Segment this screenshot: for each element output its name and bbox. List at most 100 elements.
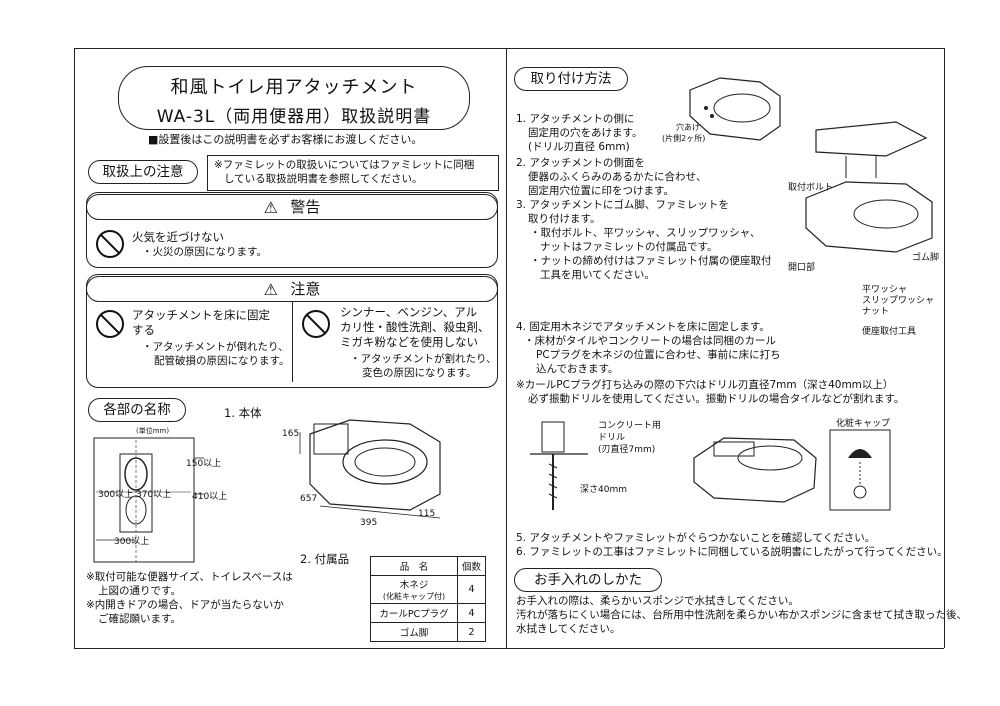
step3-6: 工具を用いてください。: [540, 269, 655, 281]
row3-qty: 2: [457, 622, 486, 642]
rubber-label: ゴム脚: [912, 253, 940, 263]
prohibition-icon: [96, 310, 124, 338]
column-divider: [506, 48, 507, 648]
parts-label: 各部の名称: [88, 398, 186, 422]
gap-label: 開口部: [788, 263, 816, 273]
drill-label3: (刃直径7mm): [598, 445, 656, 455]
step3-3: ・取付ボルト、平ワッシャ、スリップワッシャ、: [530, 227, 761, 239]
caution-left-line1: アタッチメントを床に固定: [132, 308, 270, 322]
care-label: お手入れのしかた: [514, 568, 662, 592]
page-border-top: [74, 48, 944, 49]
row1-qty: 4: [457, 575, 486, 604]
step4-1: 4. 固定用木ネジでアタッチメントを床に固定します。: [516, 321, 770, 333]
step4-4: 込んでおきます。: [536, 363, 619, 375]
dim-150: 150以上: [186, 459, 222, 469]
caution-right-line3: ミガキ粉などを使用しない: [340, 335, 478, 349]
caution-label: 注意: [290, 280, 321, 298]
caution-right-line2: カリ性・酸性洗剤、殺虫剤、: [340, 320, 490, 334]
foot-note1: ※取付可能な便器サイズ、トイレスペースは: [86, 571, 293, 583]
page-title: 和風トイレ用アタッチメント: [170, 77, 418, 98]
handling-label: 取扱上の注意: [88, 160, 198, 184]
page-border-bottom: [74, 648, 944, 649]
step3-2: 取り付けます。: [528, 213, 601, 225]
dim-165: 165: [282, 429, 300, 439]
step6: 6. ファミレットの工事はファミレットに同梱している説明書にしたがって行ってくだ…: [516, 546, 948, 558]
bolt-label: 取付ボルト: [788, 183, 834, 193]
assembly-diagram: [805, 121, 933, 253]
drilling-diagram: [689, 77, 781, 141]
dim-300a: 300以上: [98, 490, 134, 500]
drill-diagram: [530, 421, 588, 510]
step5: 5. アタッチメントやファミレットがぐらつかないことを確認してください。: [516, 532, 876, 544]
caution-header: ⚠ 注意: [86, 276, 498, 302]
depth-label: 深さ40mm: [580, 485, 627, 495]
step3-4: ナットはファミレットの付属品です。: [540, 241, 718, 253]
drill-label1: コンクリート用: [598, 421, 662, 431]
step3-1: 3. アタッチメントにゴム脚、ファミレットを: [516, 199, 729, 211]
dim-300b: 300以上: [114, 537, 150, 547]
care-line1: お手入れの際は、柔らかいスポンジで水拭きしてください。: [516, 595, 799, 607]
dim-410: 410以上: [192, 492, 228, 502]
prohibition-icon-2: [302, 310, 330, 338]
washer-label: 平ワッシャ: [862, 285, 908, 295]
foot-note1b: 上図の通りです。: [98, 585, 181, 597]
handling-note-line2: している取扱説明書を参照してください。: [224, 173, 423, 185]
row2-qty: 4: [457, 603, 486, 623]
table-header-qty: 個数: [457, 556, 486, 576]
foot-note2: ※内開きドアの場合、ドアが当たらないか: [86, 599, 284, 611]
floor-plan-diagram: [93, 437, 204, 563]
install-label: 取り付け方法: [514, 67, 628, 91]
handling-note: ※ファミレットの取扱いについてはファミレットに同梱 している取扱説明書を参照して…: [207, 155, 499, 191]
step4-3: PCプラグを木ネジの位置に合わせ、事前に床に打ち: [536, 349, 781, 361]
body-label: 1. 本体: [224, 406, 262, 420]
row1-name-sub: (化粧キャップ付): [382, 592, 446, 601]
hole-label2: (片側2ヶ所): [662, 134, 706, 143]
warning-triangle-icon: ⚠: [263, 198, 278, 217]
dim-657: 657: [300, 494, 318, 504]
step4-5: ※カールPCプラグ打ち込みの際の下穴はドリル刃直径7mm（深さ40mm以上）: [516, 379, 894, 391]
row3-name: ゴム脚: [370, 622, 458, 642]
cap-label: 化粧キャップ: [836, 419, 891, 429]
no-fire-icon: [96, 230, 124, 258]
warning-label: 警告: [290, 198, 321, 216]
caution-left-detail2: 配管破損の原因になります。: [154, 355, 290, 367]
step2-3: 固定用穴位置に印をつけます。: [528, 185, 674, 197]
unit-label: (単位mm): [136, 427, 170, 435]
table-row: 木ネジ(化粧キャップ付): [370, 575, 458, 604]
foot-note2b: ご確認願います。: [98, 613, 181, 625]
warning-item-detail: ・火災の原因になります。: [142, 246, 267, 258]
step4-6: 必ず振動ドリルを使用してください。振動ドリルの場合タイルなどが割れます。: [528, 393, 905, 405]
handling-note-line1: ※ファミレットの取扱いについてはファミレットに同梱: [214, 159, 475, 171]
warning-item-title: 火気を近づけない: [132, 230, 224, 244]
caution-divider: [292, 302, 293, 382]
hole-label1: 穴あけ: [676, 123, 700, 132]
warning-frame: [86, 192, 498, 268]
row2-name: カールPCプラグ: [370, 603, 458, 623]
accessory-label: 2. 付属品: [300, 552, 350, 566]
page-border-left: [74, 48, 75, 648]
care-line2: 汚れが落ちにくい場合には、台所用中性洗剤を柔らかい布かスポンジに含ませて拭き取っ…: [516, 609, 967, 621]
slip-label: スリップワッシャ: [862, 296, 935, 306]
step1-2: 固定用の穴をあけます。: [528, 127, 643, 139]
table-header-name: 品 名: [370, 556, 458, 576]
nut-label: ナット: [862, 307, 890, 317]
drill-label2: ドリル: [598, 433, 626, 443]
fixing-diagram: [693, 437, 817, 503]
install-notice: ■設置後はこの説明書を必ずお客様にお渡しください。: [148, 133, 423, 146]
row1-name: 木ネジ: [399, 580, 429, 591]
step4-2: ・床材がタイルやコンクリートの場合は同梱のカール: [524, 335, 776, 347]
step1-1: 1. アタッチメントの側に: [516, 113, 635, 125]
dim-115: 115: [418, 509, 436, 519]
step2-2: 便器のふくらみのあるかたに合わせ、: [528, 171, 707, 183]
caution-right-line1: シンナー、ベンジン、アル: [340, 305, 478, 319]
dim-395: 395: [360, 518, 378, 528]
caution-left-line2: する: [132, 323, 155, 337]
caution-triangle-icon: ⚠: [263, 280, 278, 299]
dim-370: 370以上: [136, 490, 172, 500]
step1-3: (ドリル刃直径 6mm): [528, 141, 630, 153]
tool-label: 便座取付工具: [862, 327, 917, 337]
caution-right-detail1: ・アタッチメントが割れたり、: [350, 353, 497, 365]
caution-frame: [86, 274, 498, 388]
accessory-table: 品 名 個数 木ネジ(化粧キャップ付) 4 カールPCプラグ 4 ゴム脚 2: [370, 556, 486, 642]
cap-diagram: [829, 429, 891, 511]
